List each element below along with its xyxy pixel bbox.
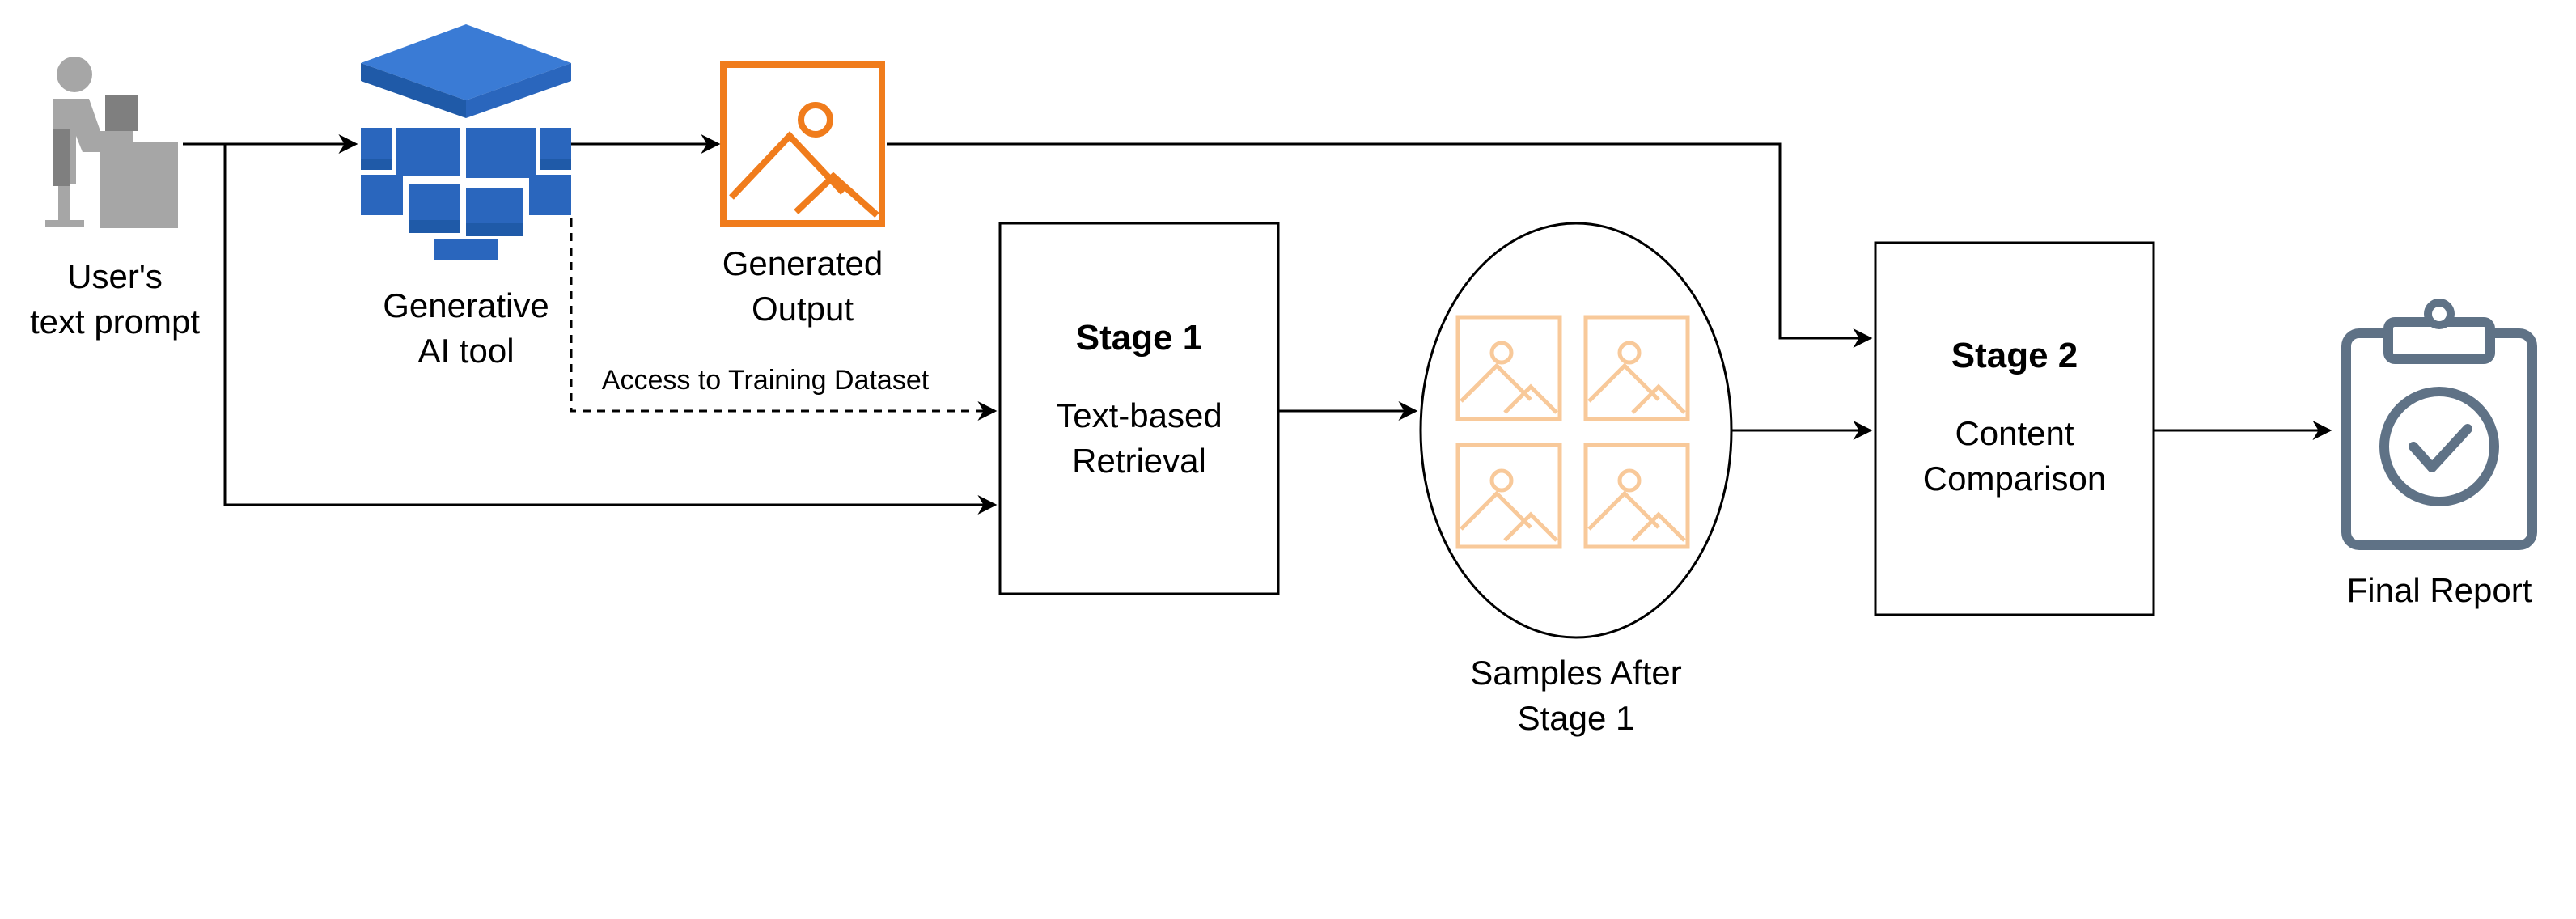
gen-ai-label: Generative AI tool: [353, 283, 579, 374]
gen-output-label-line1: Generated: [722, 244, 883, 282]
edges: [183, 134, 2332, 515]
image-icon: [720, 61, 885, 227]
stage1-text: Stage 1 Text-based Retrieval: [1000, 316, 1278, 484]
clipboard-check-icon: [2341, 299, 2537, 550]
user-label: User's text prompt: [0, 254, 230, 345]
final-report-label: Final Report: [2346, 571, 2532, 609]
stage2-title: Stage 2: [1951, 336, 2078, 375]
stage1-line1: Text-based: [1056, 396, 1222, 434]
samples-label: Samples After Stage 1: [1430, 650, 1722, 741]
samples-ellipse: [1419, 222, 1733, 639]
gen-ai-label-line1: Generative: [383, 286, 549, 324]
edge-dataset-access: [570, 218, 998, 421]
stage2-text: Stage 2 Content Comparison: [1875, 333, 2154, 502]
image-thumbnails-icon: [1455, 315, 1690, 549]
stage1-box: [998, 222, 1280, 595]
stage2-box: [1874, 241, 2155, 616]
generative-ai-cube-icon: [361, 24, 571, 260]
gen-ai-label-line2: AI tool: [417, 332, 515, 370]
samples-label-line2: Stage 1: [1517, 699, 1635, 737]
user-label-line2: text prompt: [29, 303, 201, 341]
edge-user-to-stage1: [223, 144, 998, 515]
stage2-line1: Content: [1955, 414, 2074, 452]
dataset-access-label: Access to Training Dataset: [601, 365, 930, 396]
edge-output-to-stage2: [887, 142, 1873, 348]
stage2-line2: Comparison: [1922, 460, 2107, 498]
gen-output-label-line2: Output: [751, 290, 854, 328]
stage1-title: Stage 1: [1075, 318, 1203, 358]
gen-output-label: Generated Output: [689, 241, 916, 332]
user-at-computer-icon: [45, 57, 178, 228]
stage1-line2: Retrieval: [1072, 442, 1206, 480]
user-label-line1: User's: [67, 257, 163, 295]
samples-label-line1: Samples After: [1470, 654, 1682, 692]
